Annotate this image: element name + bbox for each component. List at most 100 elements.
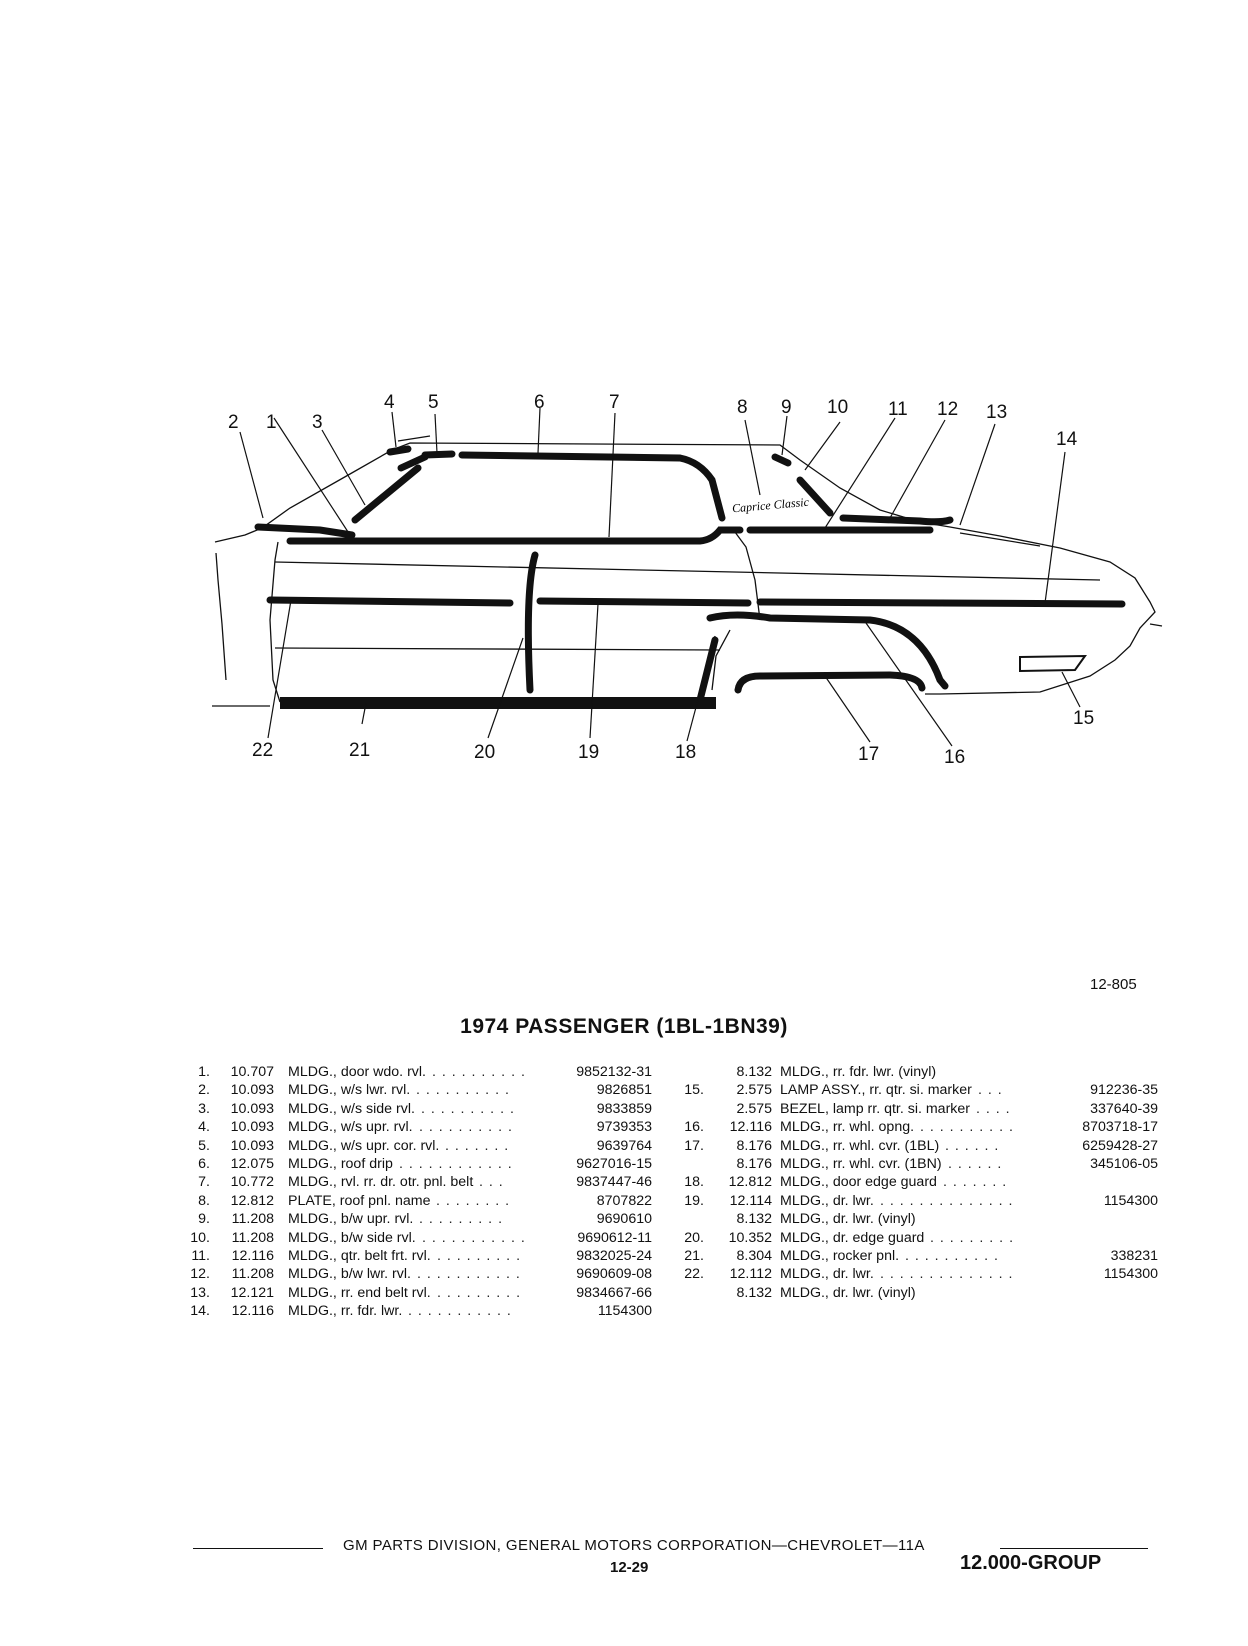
callout-3: 3 xyxy=(312,412,323,433)
figure-id: 12-805 xyxy=(1090,976,1137,993)
part-description: MLDG., b/w upr. rvl. xyxy=(288,1211,414,1228)
part-number: 912236-35 xyxy=(1090,1082,1158,1099)
part-description: MLDG., rvl. rr. dr. otr. pnl. belt xyxy=(288,1174,474,1191)
roof-emblem: Caprice Classic xyxy=(731,495,810,516)
footer-publisher: GM PARTS DIVISION, GENERAL MOTORS CORPOR… xyxy=(343,1537,925,1554)
part-number: 9837447-46 xyxy=(576,1174,652,1191)
part-number: 9832025-24 xyxy=(576,1247,652,1264)
leader-dots: . . . . . . . xyxy=(943,1174,1008,1191)
part-description: MLDG., w/s upr. cor. rvl. xyxy=(288,1137,440,1154)
item-number: 8. xyxy=(198,1192,210,1209)
leader-dots: . . . . . . . . . . xyxy=(419,1119,513,1136)
group-number: 10.772 xyxy=(230,1174,274,1191)
part-number: 9852132-31 xyxy=(576,1064,652,1080)
group-number: 12.121 xyxy=(230,1284,274,1301)
part-number: 1154300 xyxy=(597,1303,652,1320)
callout-22: 22 xyxy=(252,740,273,761)
group-number: 12.075 xyxy=(230,1155,274,1172)
part-description: MLDG., rocker pnl. xyxy=(780,1247,900,1264)
part-description: MLDG., rr. whl. cvr. (1BL) xyxy=(780,1137,940,1154)
group-label: 12.000-GROUP xyxy=(960,1552,1102,1574)
part-description: BEZEL, lamp rr. qtr. si. marker xyxy=(780,1100,970,1117)
vehicle-molding-diagram: Caprice Classic 1 xyxy=(212,392,1163,768)
part-number: 9826851 xyxy=(596,1082,652,1099)
body-outline xyxy=(212,435,1163,707)
callout-4: 4 xyxy=(384,392,395,413)
leader-dots: . . . . . . xyxy=(945,1137,1000,1154)
item-number: 6. xyxy=(198,1155,210,1172)
group-number: 11.208 xyxy=(231,1211,274,1228)
group-number: 12.116 xyxy=(231,1303,274,1320)
group-number: 8.176 xyxy=(736,1137,772,1154)
part-number: 9690610 xyxy=(596,1211,652,1228)
item-number: 22. xyxy=(684,1266,704,1283)
callout-17: 17 xyxy=(858,744,879,765)
group-number: 8.132 xyxy=(736,1284,772,1301)
group-number: 12.812 xyxy=(728,1174,772,1191)
callout-6: 6 xyxy=(534,392,545,413)
leader-dots: . . . . . . . . . . xyxy=(905,1247,999,1264)
item-number: 21. xyxy=(684,1247,704,1264)
leader-dots: . . . . . . . . . . . . xyxy=(399,1155,513,1172)
callout-11: 11 xyxy=(888,399,908,420)
part-description: MLDG., rr. whl. opng. xyxy=(780,1119,915,1136)
part-number: 9690612-11 xyxy=(577,1229,652,1246)
callout-2: 2 xyxy=(228,412,239,433)
callout-20: 20 xyxy=(474,742,495,763)
leader-dots: . . . . . . . xyxy=(445,1137,510,1154)
item-number: 3. xyxy=(198,1100,210,1117)
group-number: 10.093 xyxy=(230,1082,274,1099)
part-description: MLDG., b/w side rvl. xyxy=(288,1229,416,1246)
item-number: 5. xyxy=(198,1137,210,1154)
callout-16: 16 xyxy=(944,747,965,768)
group-number: 10.352 xyxy=(728,1229,772,1246)
part-description: LAMP ASSY., rr. qtr. si. marker xyxy=(780,1082,972,1099)
callout-7: 7 xyxy=(609,392,620,413)
item-number: 10. xyxy=(190,1229,210,1246)
part-description: MLDG., qtr. belt frt. rvl. xyxy=(288,1247,431,1264)
leader-dots: . . . . . . . . . . xyxy=(432,1064,526,1080)
group-number: 8.304 xyxy=(736,1247,772,1264)
item-number: 1. xyxy=(198,1064,210,1080)
item-number: 9. xyxy=(198,1211,210,1228)
leader-dots: . . . . . . . . . . . xyxy=(417,1266,521,1283)
part-description: PLATE, roof pnl. name xyxy=(288,1192,431,1209)
item-number: 4. xyxy=(198,1119,210,1136)
leader-dots: . . . . . . . . . . xyxy=(421,1100,515,1117)
part-number: 9833859 xyxy=(596,1100,652,1117)
part-description: MLDG., w/s side rvl. xyxy=(288,1100,415,1117)
molding-strips xyxy=(254,445,1126,704)
group-number: 11.208 xyxy=(231,1229,274,1246)
part-description: MLDG., dr. lwr. xyxy=(780,1192,874,1209)
group-number: 2.575 xyxy=(736,1100,772,1117)
group-number: 2.575 xyxy=(736,1082,772,1099)
item-number: 13. xyxy=(190,1284,210,1301)
item-number: 16. xyxy=(684,1119,704,1136)
callout-10: 10 xyxy=(827,397,848,418)
group-number: 8.132 xyxy=(736,1211,772,1228)
callout-9: 9 xyxy=(781,397,792,418)
leader-dots: . . . . . . . . xyxy=(436,1192,511,1209)
page-title: 1974 PASSENGER (1BL-1BN39) xyxy=(460,1015,788,1038)
leader-dots: . . . . . . . . . . . xyxy=(408,1303,512,1320)
part-description: MLDG., door edge guard xyxy=(780,1174,937,1191)
leader-dots: . . . . . . xyxy=(948,1155,1003,1172)
leader-dots: . . . . . . . . . xyxy=(930,1229,1015,1246)
marker-lamp xyxy=(1019,654,1087,673)
part-number: 1154300 xyxy=(1103,1192,1158,1209)
callout-12: 12 xyxy=(937,399,958,420)
